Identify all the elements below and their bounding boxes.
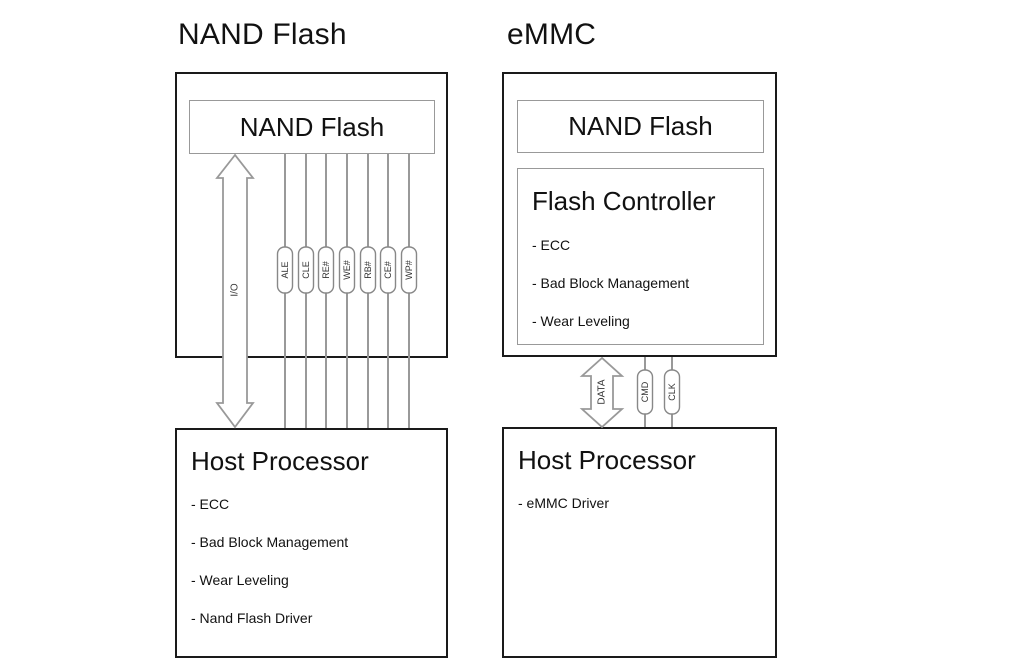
nand-host-item-driver: - Nand Flash Driver: [191, 610, 313, 626]
data-arrow: DATA: [579, 356, 625, 429]
nand-host-processor-box: Host Processor - ECC - Bad Block Managem…: [175, 428, 448, 658]
signal-pill-ce: CE#: [379, 246, 397, 294]
signal-pill-rb: RB#: [359, 246, 377, 294]
controller-item-bad-block: - Bad Block Management: [532, 275, 690, 291]
signal-pill-clk: CLK: [663, 369, 681, 415]
svg-text:RB#: RB#: [363, 261, 373, 279]
svg-text:RE#: RE#: [321, 261, 331, 279]
svg-text:CLE: CLE: [301, 261, 311, 279]
emmc-host-title: Host Processor: [518, 445, 696, 475]
svg-text:ALE: ALE: [280, 261, 290, 278]
svg-text:CE#: CE#: [383, 261, 393, 279]
io-arrow-label: I/O: [230, 283, 241, 297]
signal-pill-we: WE#: [338, 246, 356, 294]
nand-host-item-ecc: - ECC: [191, 496, 230, 512]
svg-text:WE#: WE#: [342, 260, 352, 280]
controller-item-ecc: - ECC: [532, 237, 571, 253]
nand-signal-pills: ALE CLE RE# WE# RB# CE#: [276, 246, 418, 294]
io-arrow: I/O: [215, 153, 255, 429]
nand-diagram-title: NAND Flash: [178, 18, 347, 51]
nand-host-item-bad-block: - Bad Block Management: [191, 534, 349, 550]
nand-host-item-wear-leveling: - Wear Leveling: [191, 572, 289, 588]
nand-host-title: Host Processor: [191, 446, 369, 476]
nand-flash-chip-box: NAND Flash: [189, 100, 435, 154]
signal-pill-cmd: CMD: [636, 369, 654, 415]
flash-controller-title: Flash Controller: [532, 186, 716, 216]
svg-text:CMD: CMD: [640, 381, 650, 402]
emmc-diagram-title: eMMC: [507, 18, 597, 51]
signal-pill-cle: CLE: [297, 246, 315, 294]
signal-pill-ale: ALE: [276, 246, 294, 294]
emmc-nand-flash-box: NAND Flash: [517, 100, 764, 153]
emmc-host-processor-box: Host Processor - eMMC Driver: [502, 427, 777, 658]
signal-pill-wp: WP#: [400, 246, 418, 294]
svg-text:WP#: WP#: [404, 260, 414, 280]
emmc-host-item-driver: - eMMC Driver: [518, 495, 609, 511]
data-arrow-label: DATA: [597, 379, 608, 405]
nand-flash-chip-label: NAND Flash: [239, 111, 385, 142]
emmc-nand-flash-label: NAND Flash: [568, 111, 713, 141]
emmc-signal-pills: CMD CLK: [636, 369, 681, 415]
controller-item-wear-leveling: - Wear Leveling: [532, 313, 630, 329]
signal-pill-re: RE#: [317, 246, 335, 294]
svg-text:CLK: CLK: [667, 383, 677, 401]
emmc-flash-controller-box: Flash Controller - ECC - Bad Block Manag…: [517, 168, 764, 345]
